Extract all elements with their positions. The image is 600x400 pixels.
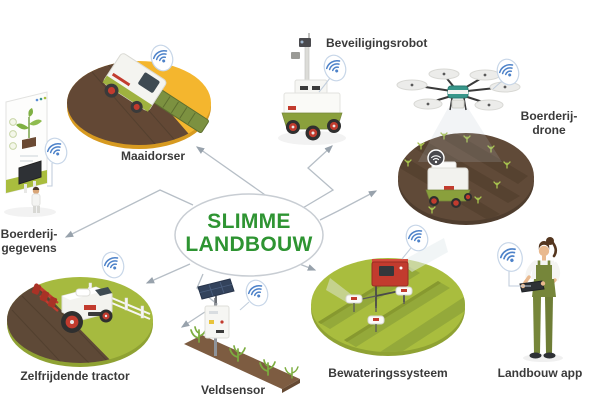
wifi-icon: [497, 242, 523, 272]
irrigation-system-illustration: [311, 238, 465, 356]
wifi-tail: [239, 301, 250, 311]
farmer-with-tablet-illustration: [519, 237, 563, 362]
wifi-icon: [323, 54, 347, 82]
irrigation-controller: [371, 259, 409, 308]
landbouw-app-label: Landbouw app: [497, 366, 583, 380]
center-bubble: [174, 193, 324, 277]
wifi-tail: [508, 271, 531, 287]
field-sensor-illustration: [184, 278, 300, 393]
beveiligingsrobot-label: Beveiligingsrobot: [326, 36, 428, 50]
tractor-body: [61, 286, 113, 333]
boerderij-drone-label: Boerderij- drone: [520, 109, 578, 137]
crop-sprigs: [404, 132, 511, 214]
wifi-icon: [245, 279, 269, 307]
sensor-box: [204, 305, 230, 339]
robot-camera: [299, 38, 311, 47]
wifi-tail: [47, 163, 53, 187]
wifi-icon: [496, 58, 520, 86]
farm-drone-illustration: [396, 68, 534, 225]
wifi-bubbles: [44, 44, 531, 311]
diagram-title: SLIMME LANDBOUW: [185, 210, 312, 256]
connector-line: [145, 263, 191, 284]
connector-line: [295, 145, 335, 213]
combine-harvester-illustration: [67, 53, 211, 149]
water-spray: [326, 278, 352, 302]
wifi-tail: [318, 77, 331, 93]
drone-spray-cone: [418, 108, 502, 162]
wifi-tail: [492, 80, 503, 90]
field-robot-vehicle: [425, 149, 472, 208]
water-spray: [400, 238, 448, 272]
kiosk-screen: [18, 160, 42, 185]
connector-line: [64, 189, 194, 238]
harvester-body: [102, 53, 167, 113]
sprinklers: [345, 286, 413, 332]
plant-chart: [16, 108, 42, 149]
connector-line: [195, 146, 269, 198]
solar-panel: [197, 278, 235, 300]
wifi-icon: [101, 251, 125, 279]
boerderij-gegevens-label: Boerderij- gegevens: [0, 227, 58, 255]
veldsensor-label: Veldsensor: [200, 383, 266, 397]
vehicle-wifi-badge: [427, 149, 445, 167]
hair-bun: [546, 237, 554, 245]
wifi-icon: [44, 137, 68, 165]
kiosk-person: [31, 186, 41, 213]
zelfrijdende-tractor-label: Zelfrijdende tractor: [20, 369, 130, 383]
wifi-icon: [150, 44, 174, 72]
farm-data-screen-illustration: [4, 91, 56, 217]
maaidorser-label: Maaidorser: [120, 149, 186, 163]
security-robot-illustration: [278, 33, 346, 145]
diagram-title-line1: SLIMME: [207, 210, 291, 233]
wifi-tail: [401, 247, 412, 260]
diagram-title-line2: LANDBOUW: [185, 233, 313, 256]
wifi-icon: [405, 224, 429, 252]
bewateringssysteem-label: Bewateringssysteem: [328, 366, 448, 380]
corn-plants: [190, 326, 299, 379]
tablet: [519, 280, 545, 293]
connector-line: [319, 190, 378, 221]
plow: [31, 283, 59, 312]
